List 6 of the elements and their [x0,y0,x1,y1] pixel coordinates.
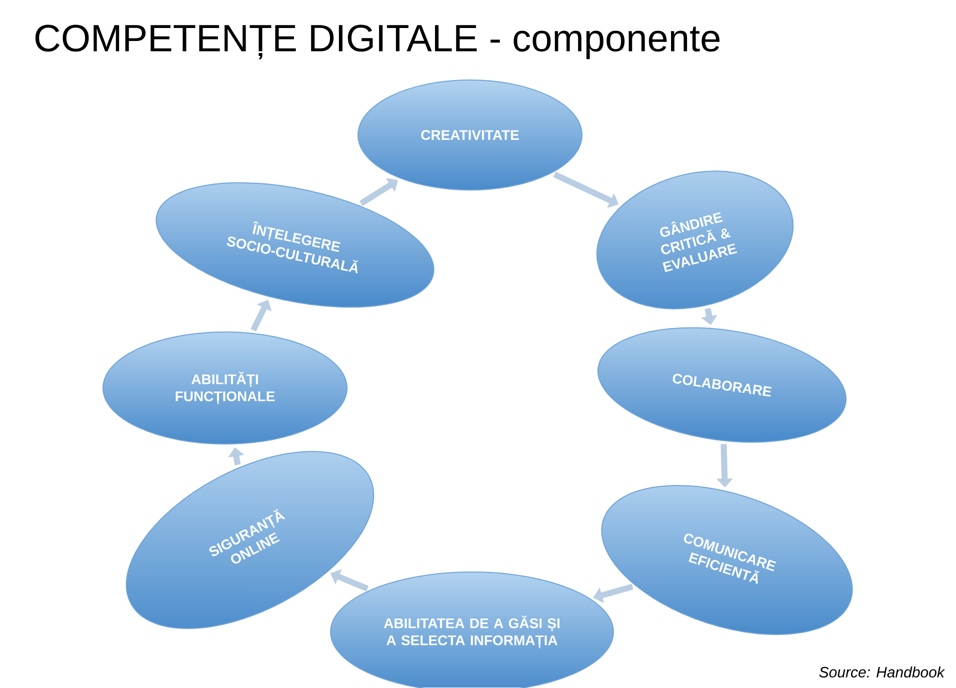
ellipse-node: ABILITĂȚI FUNCȚIONALE [102,332,348,444]
title: COMPETENȚE DIGITALE - componente [35,24,720,60]
arrow [359,178,398,206]
source-note: Source: Handbook [819,666,946,678]
ellipse-node: CREATIVITATE [358,80,582,190]
ellipse-node: COLABORARE [598,327,846,443]
